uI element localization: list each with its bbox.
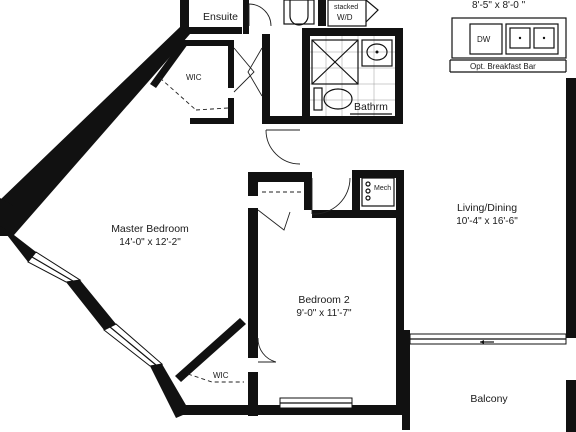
laundry-fixtures: [327, 0, 379, 27]
kitchen-fixtures: [449, 17, 567, 73]
doors: [159, 3, 351, 383]
mech-label: Mech: [374, 185, 391, 192]
mech-fixtures: [361, 177, 395, 207]
dishwasher-label: DW: [477, 35, 491, 44]
balcony-name: Balcony: [470, 393, 508, 405]
master-wic-label: WIC: [186, 73, 202, 82]
bedroom2-dimensions: 9'-0" x 11'-7": [296, 308, 352, 319]
windows: [27, 251, 567, 409]
kitchen-dimensions: 8'-5" x 8'-0 ": [472, 0, 526, 11]
living-dining-name: Living/Dining: [457, 202, 517, 214]
ensuite-label: Ensuite: [203, 11, 238, 23]
bathroom-label: Bathrm: [354, 101, 388, 113]
laundry-label-line1: stacked: [334, 4, 358, 11]
bathroom-fixtures: [283, 0, 395, 116]
living-dining-dimensions: 10'-4" x 16'-6": [456, 216, 518, 227]
breakfast-bar-label: Opt. Breakfast Bar: [470, 62, 536, 71]
bedroom2-name: Bedroom 2: [298, 294, 350, 306]
master-bedroom-dimensions: 14'-0" x 12'-2": [119, 237, 181, 248]
laundry-label-line2: W/D: [337, 13, 353, 22]
master-bedroom-name: Master Bedroom: [111, 223, 189, 235]
bedroom2-wic-label: WIC: [213, 371, 229, 380]
